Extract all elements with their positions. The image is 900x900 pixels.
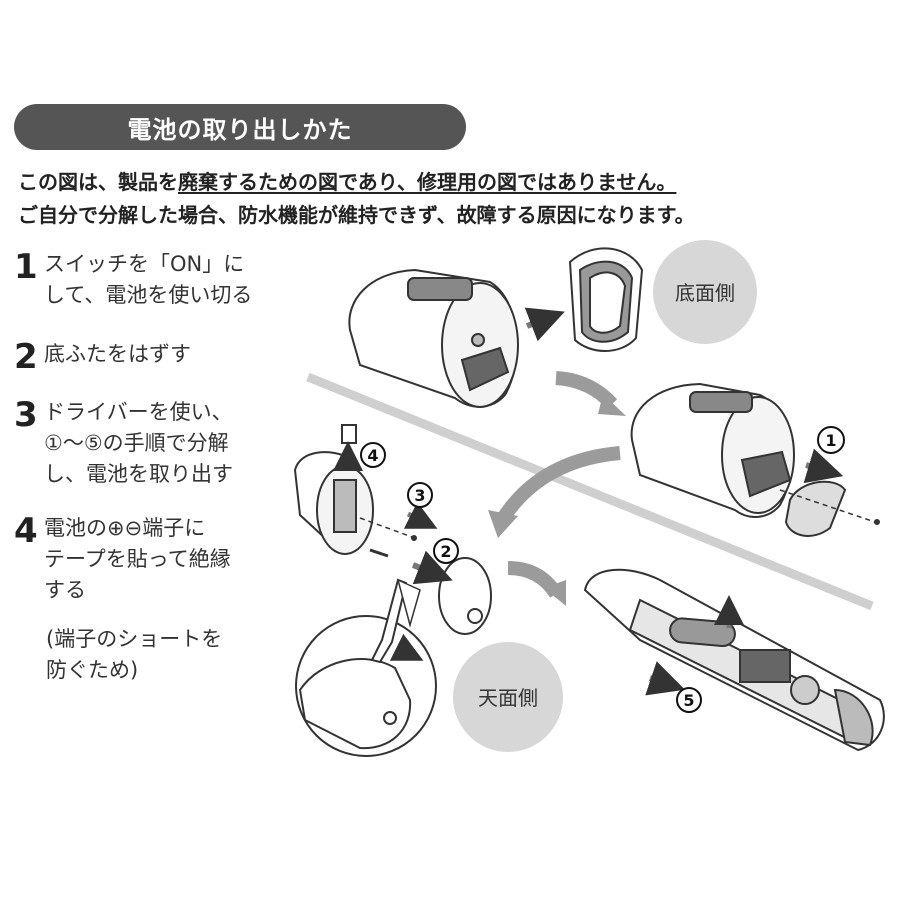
screw-1-icon [874,519,880,525]
arrow-3 [408,514,424,522]
arrow-2 [413,565,436,574]
divider-line [308,377,872,606]
top-cap-hole [468,609,482,623]
top-cap [439,558,491,634]
top-side-label: 天面側 [478,686,538,710]
bottom-plate [786,482,845,536]
clip-part [342,425,356,443]
marker-3-number: 3 [414,486,425,505]
marker-4-number: 4 [367,446,378,465]
arrow-to-cover [527,318,548,326]
screw-3-icon [411,535,417,541]
bottom-cover [570,248,642,351]
marker-2-number: 2 [440,542,451,561]
bottom-side-label: 底面側 [675,281,735,305]
screw-icon [370,550,388,556]
arrow-1 [806,465,826,471]
device-top-view [295,452,373,554]
arrow-5 [650,678,668,684]
device-bottom-view-1 [349,270,518,407]
zoom-hole [384,712,396,724]
marker-1-number: 1 [825,431,836,450]
marker-5-number: 5 [683,691,694,710]
device-bottom-view-2 [632,384,794,517]
